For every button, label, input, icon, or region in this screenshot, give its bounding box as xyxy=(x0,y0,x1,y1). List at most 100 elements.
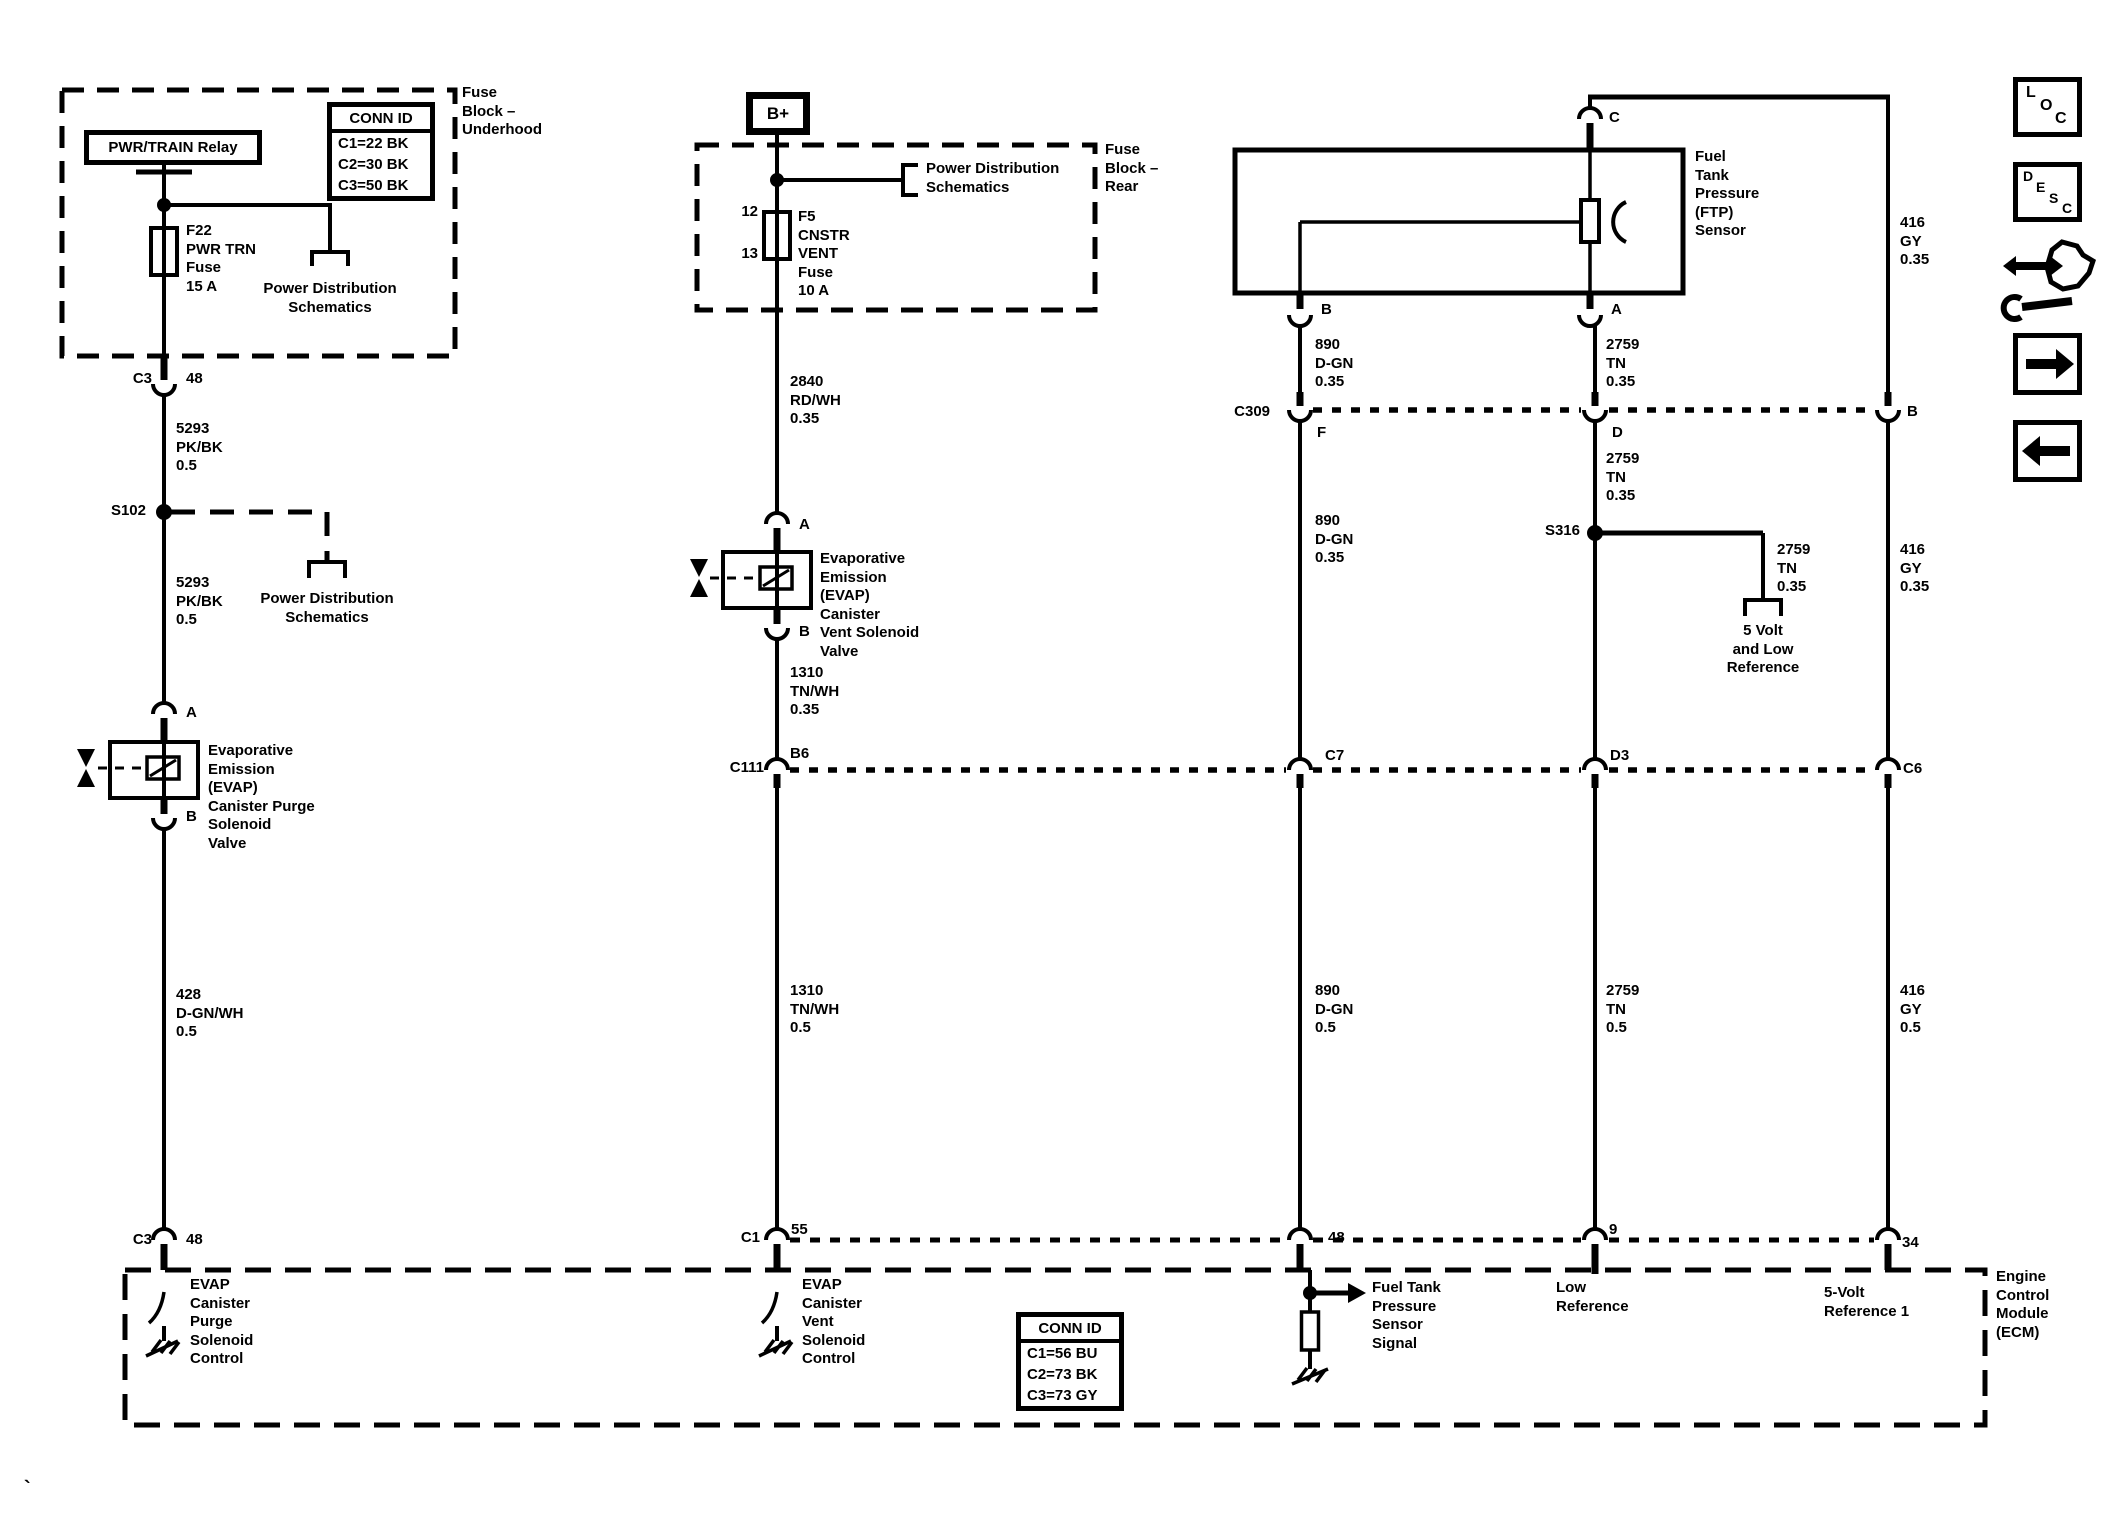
connector-b-symbol xyxy=(764,627,790,641)
splice-s102-label: S102 xyxy=(110,502,146,519)
wire-416-05-label: 416 GY 0.5 xyxy=(1900,982,1926,1036)
c111-cavity-c7-label: C7 xyxy=(1325,747,1345,764)
wrench-icon xyxy=(2000,294,2023,322)
splice-s316-label: S316 xyxy=(1544,522,1580,539)
c309-label: C309 xyxy=(1234,403,1270,420)
wire-2840-label: 2840 RD/WH 0.35 xyxy=(790,373,841,427)
conn-id-title: CONN ID xyxy=(1021,1317,1119,1343)
c309-cavity-d-label: D xyxy=(1612,424,1623,441)
low-ref-wire-lines xyxy=(1582,326,1783,1274)
wire-416-035-label: 416 GY 0.35 xyxy=(1900,214,1930,268)
fuse-f22-label: F22 PWR TRN Fuse 15 A xyxy=(186,222,256,295)
desc-letter: C xyxy=(2062,200,2073,216)
offpage-ref-bracket xyxy=(307,560,347,578)
ecm-connector-c3-label: C3 xyxy=(132,1231,152,1248)
bplus-label: B+ xyxy=(766,103,790,123)
conn-id-row: C1=22 BK xyxy=(338,135,409,152)
power-dist-ref-s102[interactable]: Power Distribution Schematics xyxy=(260,590,394,626)
signal-arrow-icon xyxy=(1348,1283,1366,1303)
ground-symbol xyxy=(758,1338,794,1358)
wire-1310-035-label: 1310 TN/WH 0.35 xyxy=(790,664,840,718)
desc-letter: D xyxy=(2023,168,2034,184)
offpage-ref-bracket xyxy=(1743,598,1783,616)
pin-c-label: C xyxy=(1609,109,1620,126)
driver-switch-symbol xyxy=(760,1291,779,1325)
previous-page-arrow-icon[interactable] xyxy=(2022,436,2070,466)
next-page-button[interactable] xyxy=(2013,333,2082,395)
power-dist-ref-underhood[interactable]: Power Distribution Schematics xyxy=(263,280,397,316)
fuse-block-rear-label: Fuse Block – Rear xyxy=(1105,141,1159,195)
connector-b-symbol xyxy=(1287,314,1313,328)
c309-cavity-f-label: F xyxy=(1317,424,1327,441)
purge-circuit-lines xyxy=(136,164,350,742)
ground-symbol xyxy=(1291,1366,1329,1386)
c111-cavity-b6-label: B6 xyxy=(790,745,810,762)
wire-890-035-label: 890 D-GN 0.35 xyxy=(1315,512,1354,566)
ftp-sensor-symbol xyxy=(1232,94,1890,328)
ecm-label: Engine Control Module (ECM) xyxy=(1996,1268,2050,1341)
resistor-symbol xyxy=(1299,1310,1321,1352)
offpage-ref-bracket xyxy=(310,250,350,266)
wire-2759-035-label: 2759 TN 0.35 xyxy=(1606,450,1640,504)
desc-button[interactable]: D E S C xyxy=(2013,162,2082,222)
conn-id-row: C3=73 GY xyxy=(1027,1387,1098,1404)
vent-circuit-lines xyxy=(762,134,918,552)
loc-letter: C xyxy=(2055,110,2067,127)
fuse-f5-label: F5 CNSTR VENT Fuse 10 A xyxy=(798,208,850,299)
relay-label: PWR/TRAIN Relay xyxy=(108,139,238,156)
c309-cavity-b-label: B xyxy=(1907,403,1918,420)
desc-letter: E xyxy=(2036,179,2046,195)
component-locator-icon[interactable] xyxy=(2000,239,2097,322)
ecm-purge-control-label: EVAP Canister Purge Solenoid Control xyxy=(190,1276,254,1367)
connector-c309-b-symbol xyxy=(1875,409,1901,423)
ecm-pin-34-label: 34 xyxy=(1902,1234,1919,1251)
connector-c111-c7-symbol xyxy=(1287,757,1313,771)
pin-a-label: A xyxy=(186,704,197,721)
connector-a-symbol xyxy=(764,511,790,525)
valve-hourglass-icon xyxy=(77,749,95,767)
ground-symbol xyxy=(145,1338,181,1358)
five-volt-low-ref-label[interactable]: 5 Volt and Low Reference xyxy=(1726,622,1800,676)
wire-5293-label: 5293 PK/BK 0.5 xyxy=(176,420,223,474)
purge-circuit-lower-lines xyxy=(145,798,181,1358)
power-dist-ref-rear[interactable]: Power Distribution Schematics xyxy=(926,160,1060,196)
desc-letter: S xyxy=(2049,190,2059,206)
pin-a-label: A xyxy=(1611,301,1622,318)
ecm-pin-48-label: 48 xyxy=(186,1231,203,1248)
next-page-arrow-icon[interactable] xyxy=(2026,349,2074,379)
vent-circuit-lower-lines xyxy=(758,608,794,1358)
ecm-connector-48-symbol xyxy=(1287,1227,1313,1241)
conn-id-title: CONN ID xyxy=(332,107,430,133)
sensor-element-symbol xyxy=(1579,198,1601,244)
loc-button[interactable]: L O C xyxy=(2013,77,2082,137)
loc-letter: L xyxy=(2026,84,2036,101)
fuse-pin-12-label: 12 xyxy=(741,203,758,220)
splice-s102-dot xyxy=(156,504,172,520)
connector-c3-label: C3 xyxy=(132,370,152,387)
pin-b-label: B xyxy=(186,808,197,825)
ecm-vent-control-label: EVAP Canister Vent Solenoid Control xyxy=(802,1276,866,1367)
signal-wire-lines xyxy=(1287,326,1366,1386)
ecm-connector-c3-48-symbol xyxy=(151,1227,177,1241)
connector-c111-c6-symbol xyxy=(1875,757,1901,771)
conn-id-row: C3=50 BK xyxy=(338,177,409,194)
purge-valve-label: Evaporative Emission (EVAP) Canister Pur… xyxy=(208,742,315,852)
pin-48-label: 48 xyxy=(186,370,203,387)
vent-valve-symbol xyxy=(690,550,813,610)
connector-a-symbol xyxy=(1577,314,1603,328)
connector-b-symbol xyxy=(151,817,177,831)
c111-label: C111 xyxy=(729,759,764,776)
pin-a-label: A xyxy=(799,516,810,533)
battery-positive-box: B+ xyxy=(746,92,810,135)
connector-a-symbol xyxy=(151,701,177,715)
ecm-pin-48-label: 48 xyxy=(1328,1229,1345,1246)
ecm-connector-c1-55-symbol xyxy=(764,1227,790,1241)
wire-890-035-label: 890 D-GN 0.35 xyxy=(1315,336,1354,390)
ecm-low-ref-label: Low Reference xyxy=(1556,1279,1629,1315)
driver-switch-symbol xyxy=(147,1291,166,1325)
conn-id-row: C2=73 BK xyxy=(1027,1366,1098,1383)
previous-page-button[interactable] xyxy=(2013,420,2082,482)
conn-id-row: C1=56 BU xyxy=(1027,1345,1098,1362)
